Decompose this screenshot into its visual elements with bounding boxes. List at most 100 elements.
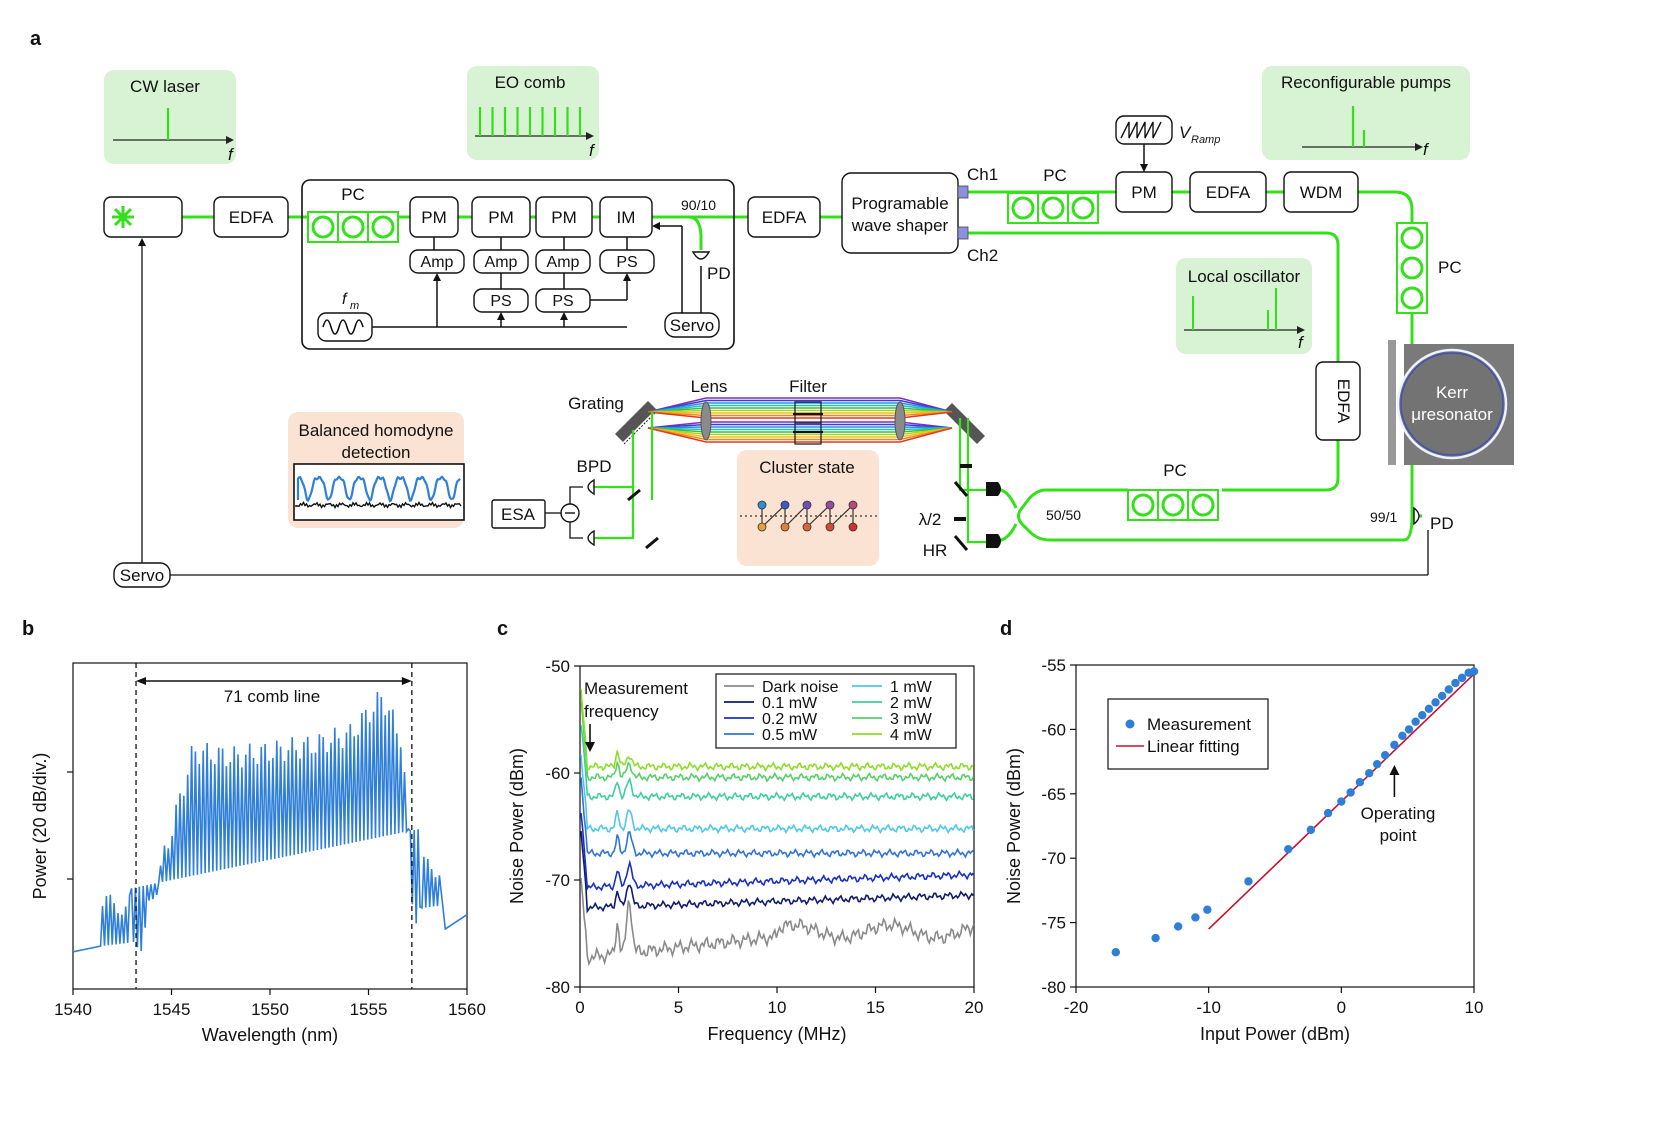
c-ytick: -70 [545, 871, 570, 890]
lo-label: Local oscillator [1188, 267, 1301, 286]
amp-3-label: Amp [547, 254, 580, 271]
split-90-10: 90/10 [681, 197, 716, 213]
c-series-line [580, 777, 974, 859]
c-series-line [580, 700, 975, 783]
freq-axis-eo: f [589, 141, 596, 160]
inset-local-oscillator: Local oscillator f [1176, 258, 1312, 354]
d-legend-2: Linear fitting [1147, 737, 1240, 756]
pc-loop-icon [371, 215, 395, 239]
fm-sub: m [350, 300, 359, 312]
grating-label: Grating [568, 394, 624, 413]
split-99-1: 99/1 [1370, 509, 1397, 525]
servo-eo-label: Servo [670, 316, 714, 335]
c-series-line [580, 877, 975, 967]
beam-line [647, 411, 953, 417]
bpd-label: BPD [577, 457, 612, 476]
pc-loop-icon [1400, 256, 1424, 280]
edfa-lo-label: EDFA [1334, 379, 1353, 424]
cluster-label: Cluster state [759, 458, 854, 477]
d-xtick: 0 [1337, 998, 1346, 1017]
d-legend-marker [1125, 719, 1135, 729]
b-xtick: 1540 [54, 1000, 92, 1019]
d-ytick: -55 [1041, 656, 1066, 675]
d-xtick: -10 [1196, 998, 1221, 1017]
half-wave-label: λ/2 [919, 510, 942, 529]
pc-loop-icon [1191, 493, 1215, 517]
shaper-line2: wave shaper [851, 216, 949, 235]
panel-label-c: c [497, 618, 508, 640]
cw-laser-source [103, 196, 183, 238]
shaper-line1: Programable [851, 194, 948, 213]
beam-line [647, 427, 953, 436]
pm-ramp-label: PM [1131, 183, 1157, 202]
beam-line [647, 397, 953, 413]
pc-loop-icon [1071, 196, 1095, 220]
beam-line [647, 427, 953, 441]
b-xtick: 1545 [153, 1000, 191, 1019]
bhd-line1: Balanced homodyne [298, 421, 453, 440]
d-point [1431, 698, 1440, 707]
c-ylabel: Noise Power (dBm) [507, 748, 527, 904]
beam-line [647, 407, 953, 413]
d-point [1380, 750, 1390, 760]
beam-line [647, 411, 953, 419]
d-xlabel: Input Power (dBm) [1200, 1024, 1350, 1044]
beam-line [647, 399, 953, 413]
b-spectrum-trace [72, 691, 468, 953]
d-ylabel: Noise Power (dBm) [1004, 748, 1024, 904]
ps-2-label: PS [552, 293, 573, 310]
d-point [1111, 948, 1121, 957]
d-ytick: -80 [1041, 978, 1066, 997]
c-xlabel: Frequency (MHz) [707, 1024, 846, 1044]
c-legend-label: 2 mW [890, 695, 933, 712]
c-series-line [580, 813, 974, 892]
c-legend-label: 1 mW [890, 679, 933, 696]
b-xtick: 1560 [448, 1000, 486, 1019]
pc-loop-icon [1011, 196, 1035, 220]
lens-label: Lens [691, 377, 728, 396]
beam-line [647, 402, 953, 413]
kerr-line1: Kerr [1436, 383, 1468, 402]
edfa-2-label: EDFA [762, 208, 807, 227]
c-xtick: 5 [674, 998, 683, 1017]
b-xlabel: Wavelength (nm) [202, 1025, 338, 1045]
beam-line [647, 423, 953, 429]
polarization-controllers [307, 192, 1428, 521]
inset-eo-comb: EO comb f [467, 66, 599, 160]
pc-loop-icon [341, 215, 365, 239]
d-point [1203, 905, 1212, 914]
pc-loop-icon [1041, 196, 1065, 220]
cw-laser-label: CW laser [130, 77, 200, 96]
amp-1-label: Amp [421, 254, 454, 271]
free-space-optics [545, 397, 1001, 551]
pc-loop-icon [1161, 493, 1185, 517]
kerr-ring-icon [1396, 348, 1508, 460]
d-point [1424, 704, 1434, 713]
c-ytick: -60 [545, 764, 570, 783]
b-annotation: 71 comb line [224, 687, 320, 706]
inset-cluster-state: Cluster state [737, 450, 879, 566]
esa-label: ESA [501, 505, 536, 524]
rf-oscillator-icon [322, 319, 364, 335]
ch2-label: Ch2 [967, 246, 998, 265]
d-point [1451, 678, 1460, 688]
panel-label-a: a [30, 28, 42, 50]
d-point [1390, 740, 1399, 750]
beam-line [647, 404, 953, 413]
vramp-label: V [1179, 123, 1192, 142]
d-xtick: 10 [1465, 998, 1484, 1017]
beam-line [647, 427, 953, 438]
beam-line [647, 411, 953, 414]
d-point [1398, 731, 1407, 741]
pd-eo-label: PD [707, 264, 731, 283]
hr-label: HR [923, 541, 948, 560]
d-point [1364, 768, 1374, 778]
vramp-sub: Ramp [1191, 134, 1220, 146]
d-point [1411, 717, 1420, 726]
c-series-line [580, 688, 974, 773]
c-xtick: 20 [965, 998, 984, 1017]
beam-line [647, 427, 953, 431]
d-point [1244, 877, 1253, 886]
d-point [1284, 844, 1293, 854]
